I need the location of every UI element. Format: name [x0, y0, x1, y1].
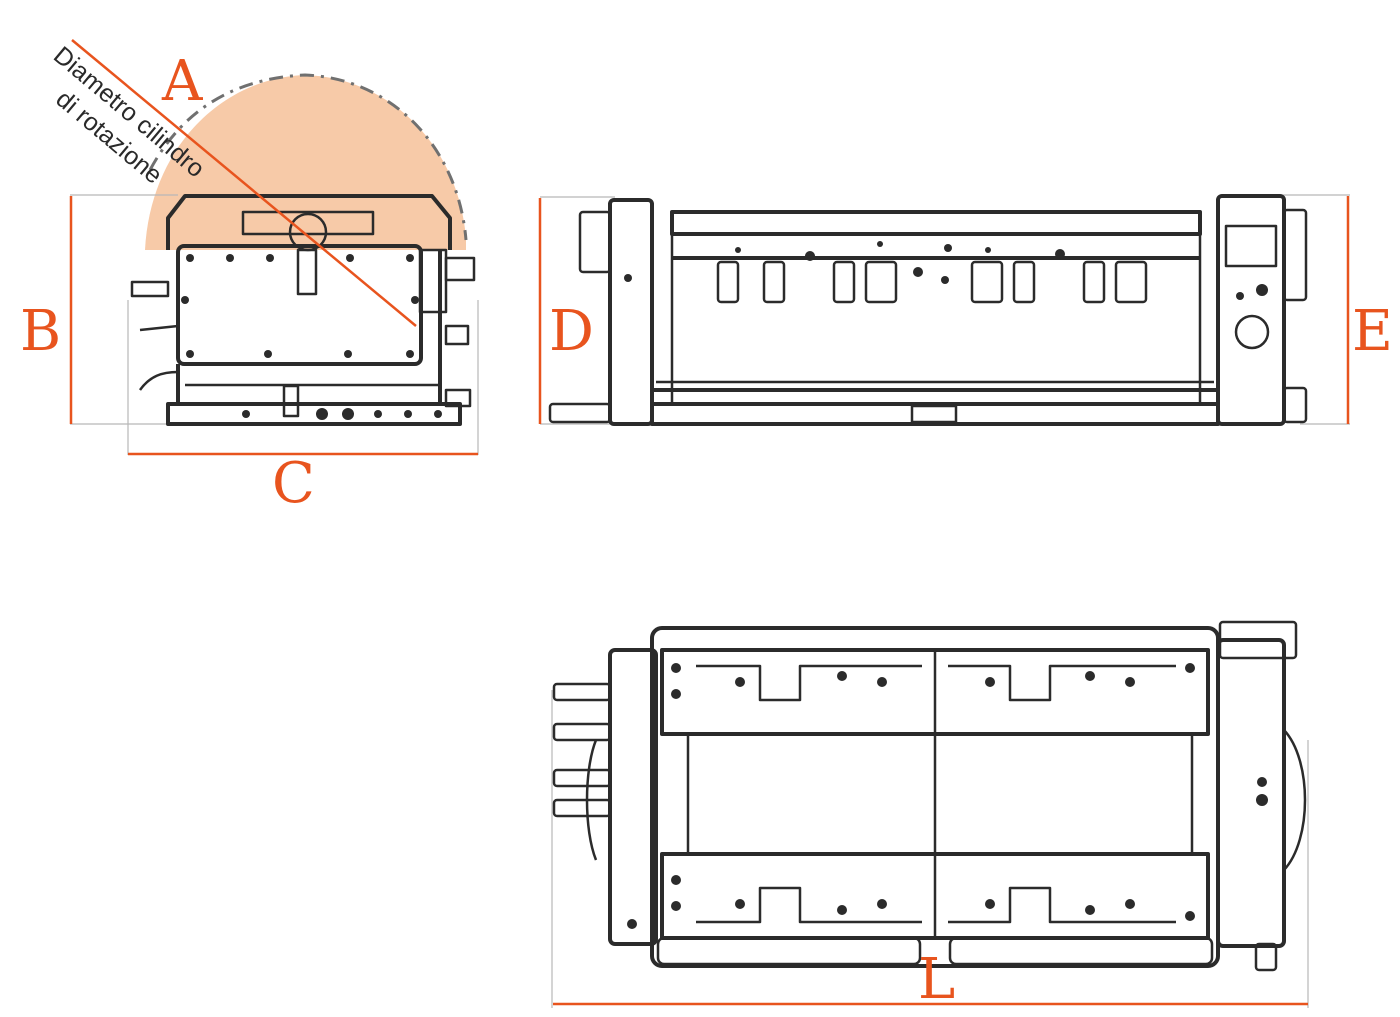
- front-left-column: [608, 198, 654, 426]
- side-right-fitting-3: [444, 388, 472, 408]
- top-left-end: [608, 648, 658, 946]
- top-bolts: [627, 663, 1268, 929]
- rotation-cylinder-outline: [148, 73, 468, 241]
- top-open-window: [686, 732, 1194, 856]
- label-d: D: [549, 299, 594, 364]
- label-a: A: [161, 49, 203, 114]
- front-right-valve: [1282, 208, 1308, 302]
- label-b: B: [20, 299, 61, 364]
- top-lower-left-tray: [656, 936, 922, 966]
- top-lower-right-tray: [948, 936, 1214, 966]
- label-l: L: [918, 947, 955, 1012]
- top-view: L: [551, 620, 1309, 1012]
- side-pivot-stem: [296, 248, 318, 296]
- side-view: A B C Diametro cilindro di rotazione: [20, 39, 479, 516]
- front-left-foot: [548, 402, 612, 424]
- side-right-fitting-2: [444, 324, 470, 346]
- top-upper-left-profile: [696, 664, 922, 702]
- front-center-block: [910, 404, 958, 424]
- side-left-hose-1: [139, 324, 179, 332]
- front-base-rail: [650, 402, 1220, 426]
- front-view: D E: [538, 194, 1393, 426]
- side-bolts: [181, 254, 442, 420]
- side-top-bracket: [241, 210, 375, 236]
- front-top-rail: [670, 210, 1202, 236]
- top-right-end: [1216, 638, 1286, 948]
- side-top-cover: [166, 194, 452, 250]
- front-right-housing: [1224, 224, 1278, 268]
- label-e: E: [1352, 299, 1393, 364]
- side-right-block: [418, 248, 448, 314]
- top-left-port-4: [552, 798, 612, 818]
- rotation-cylinder-area: [145, 75, 466, 250]
- top-upper-right-profile: [948, 664, 1176, 702]
- top-right-stub: [1254, 942, 1278, 972]
- top-lower-left-profile: [696, 886, 922, 924]
- side-lower-stem: [282, 384, 300, 418]
- top-left-port-2: [552, 722, 612, 742]
- top-lower-right-profile: [948, 886, 1176, 924]
- dimension-a-line: [71, 39, 417, 327]
- side-left-fitting-1: [130, 280, 170, 298]
- top-left-port-3: [552, 768, 612, 788]
- side-left-hose-2: [138, 370, 179, 391]
- front-bolts: [624, 241, 1268, 300]
- front-gripper-fingers: [716, 260, 1148, 304]
- front-right-column: [1216, 194, 1286, 426]
- front-rotary-knob: [1234, 314, 1270, 350]
- front-left-valve: [578, 210, 612, 274]
- top-right-handle: [1283, 729, 1307, 871]
- side-right-fitting-1: [444, 256, 476, 282]
- top-right-connector: [1218, 620, 1298, 660]
- front-right-foot: [1282, 386, 1308, 424]
- top-left-port-1: [552, 682, 612, 702]
- top-left-handle: [585, 739, 598, 861]
- side-main-plate: [176, 244, 423, 366]
- label-c: C: [272, 451, 315, 516]
- side-base-plate: [166, 402, 462, 426]
